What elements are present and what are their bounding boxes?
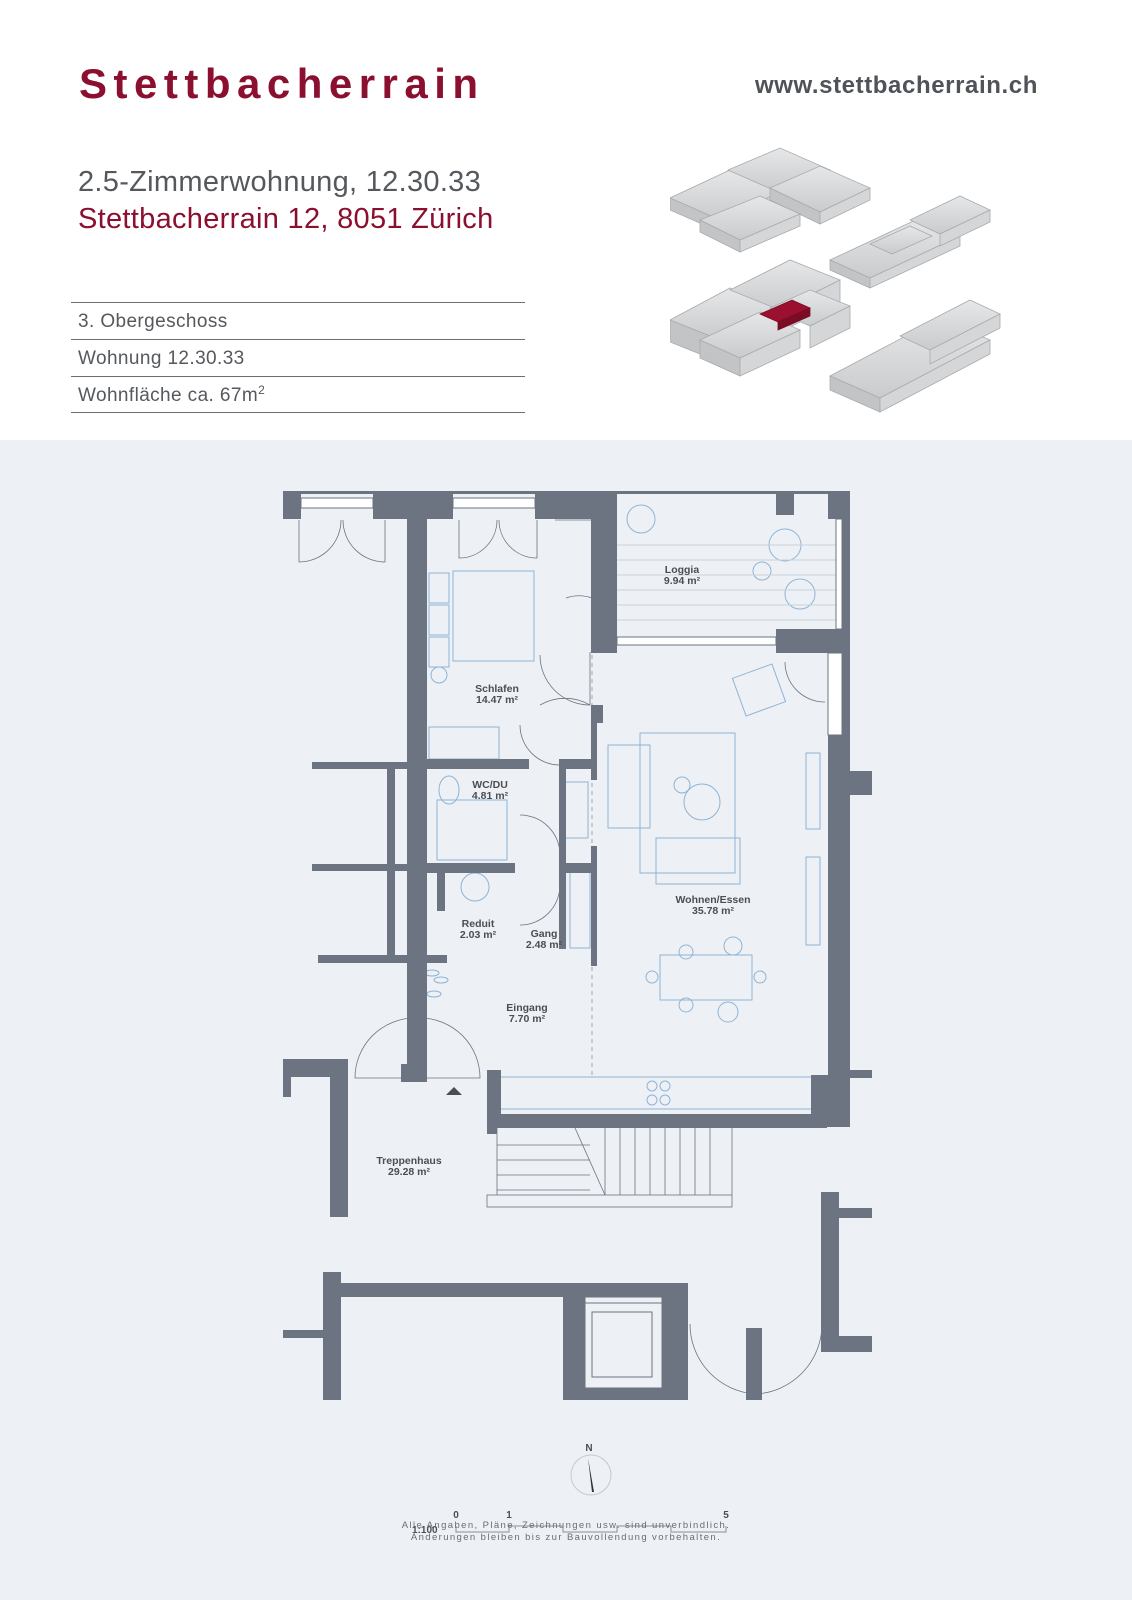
info-area: Wohnfläche ca. 67m2 — [71, 376, 525, 413]
rug-icon — [639, 732, 736, 874]
shoes-icon — [424, 969, 440, 977]
room-wohnen-area: 35.78 m² — [692, 905, 735, 917]
loggia-table-icon — [752, 561, 772, 581]
room-eingang-name: Eingang — [506, 1002, 547, 1014]
room-gang-area: 2.48 m² — [526, 939, 563, 951]
apartment-address: Stettbacherrain 12, 8051 Zürich — [78, 203, 494, 235]
info-table: 3. Obergeschoss Wohnung 12.30.33 Wohnflä… — [71, 302, 525, 413]
wardrobe-icon — [428, 572, 450, 604]
closet-icon — [569, 869, 591, 949]
bed-icon — [452, 570, 535, 662]
toilet-icon — [438, 775, 460, 805]
room-loggia-area: 9.94 m² — [664, 575, 701, 587]
room-treppenhaus-name: Treppenhaus — [376, 1155, 442, 1167]
compass-icon: N — [570, 1443, 612, 1496]
sofa-icon — [607, 744, 651, 829]
room-schlafen-name: Schlafen — [475, 683, 519, 695]
washing-machine-icon — [460, 872, 490, 902]
room-reduit-name: Reduit — [462, 918, 495, 930]
floor-plan-area: Loggia 9.94 m² Schlafen 14.47 m² WC/DU 4… — [0, 440, 1132, 1600]
scale-bar: 1:100 0 1 5 — [412, 1510, 729, 1536]
desk-icon — [428, 726, 500, 760]
kitchen-counter-icon — [499, 1076, 821, 1110]
apartment-title: 2.5-Zimmerwohnung, 12.30.33 — [78, 166, 482, 198]
scale-tick-5: 5 — [723, 1510, 729, 1521]
disclaimer-line-1: Alle Angaben, Pläne, Zeichnungen usw. si… — [401, 1520, 731, 1531]
kitchen-tall-icon — [805, 856, 821, 946]
coffee-table-icon — [683, 783, 721, 821]
sideboard-icon — [805, 752, 821, 830]
room-reduit-area: 2.03 m² — [460, 929, 497, 941]
room-schlafen-area: 14.47 m² — [476, 694, 519, 706]
door-swing — [298, 519, 342, 563]
floor-plan: Loggia 9.94 m² Schlafen 14.47 m² WC/DU 4… — [283, 491, 872, 1536]
loggia-plant-icon — [626, 504, 656, 534]
scale-tick-1: 1 — [506, 1510, 512, 1521]
elevator-icon — [584, 1296, 663, 1389]
compass-north-label: N — [585, 1443, 592, 1454]
sofa-icon-2 — [655, 837, 741, 885]
room-wohnen-name: Wohnen/Essen — [675, 894, 750, 906]
room-labels: Loggia 9.94 m² Schlafen 14.47 m² WC/DU 4… — [376, 564, 750, 1178]
info-area-sup: 2 — [258, 383, 266, 397]
scale-tick-0: 0 — [453, 1510, 459, 1521]
scale-label: 1:100 — [412, 1525, 438, 1536]
disclaimer-line-2: Änderungen bleiben bis zur Bauvollendung… — [410, 1532, 722, 1543]
site-plan-illustration — [670, 147, 1001, 413]
armchair-icon — [731, 663, 787, 717]
website-link[interactable]: www.stettbacherrain.ch — [754, 72, 1038, 99]
room-wcdu-name: WC/DU — [472, 779, 508, 791]
room-eingang-area: 7.70 m² — [509, 1013, 546, 1025]
info-floor: 3. Obergeschoss — [71, 302, 525, 339]
room-loggia-name: Loggia — [665, 564, 700, 576]
room-treppenhaus-area: 29.28 m² — [388, 1166, 431, 1178]
dining-table-icon — [659, 954, 753, 1001]
info-area-text: Wohnfläche ca. 67m — [78, 385, 259, 406]
room-wcdu-area: 4.81 m² — [472, 790, 509, 802]
room-gang-name: Gang — [531, 928, 558, 940]
plant-icon — [430, 666, 448, 684]
shower-icon — [436, 799, 508, 861]
brand-logo-text: Stettbacherrain — [79, 60, 485, 107]
entry-arrow-icon — [446, 1087, 462, 1095]
info-unit: Wohnung 12.30.33 — [71, 339, 525, 376]
